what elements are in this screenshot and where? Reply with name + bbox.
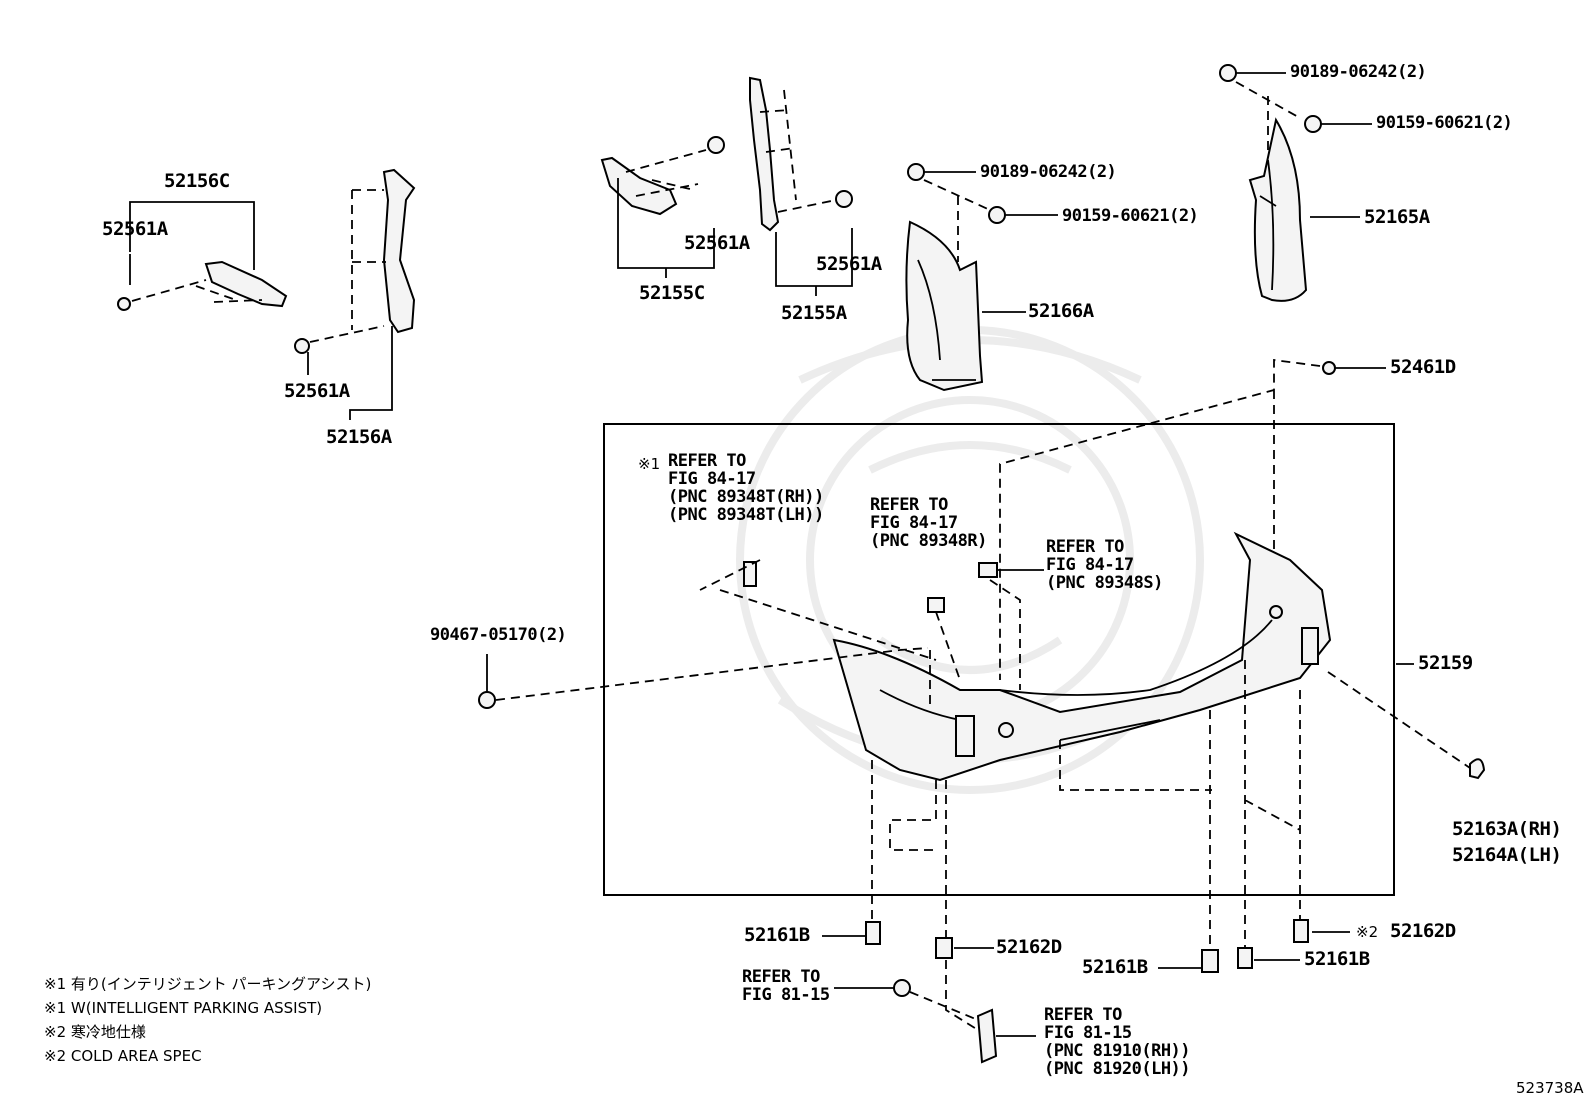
clip-52461d	[999, 358, 1386, 680]
part-label-52161b: 52161B	[1082, 956, 1148, 978]
reference-line: (PNC 89348T(RH))	[668, 487, 824, 507]
reference-line: REFER TO	[1044, 1005, 1122, 1025]
reference-line: FIG 84-17	[668, 469, 756, 489]
reference-line: (PNC 81910(RH))	[1044, 1041, 1191, 1061]
sensors-and-fasteners	[478, 559, 1350, 1064]
part-label-52159: 52159	[1418, 652, 1473, 674]
reference-line: FIG 81-15	[742, 985, 830, 1005]
part-label-52561a: 52561A	[102, 218, 168, 240]
mudguard-52165a	[1219, 64, 1372, 302]
part-label-52156c: 52156C	[164, 170, 230, 192]
reference-callout: REFER TO FIG 84-17 (PNC 89348T(RH)) (PNC…	[668, 452, 824, 524]
part-label-52161b: 52161B	[744, 924, 810, 946]
reference-line: REFER TO	[668, 451, 746, 471]
part-label-52162d: 52162D	[996, 936, 1062, 958]
part-label-52155c: 52155C	[639, 282, 705, 304]
part-label-52561a: 52561A	[284, 380, 350, 402]
footnotes: ※1 有り(インテリジェント パーキングアシスト) ※1 W(INTELLIGE…	[44, 976, 371, 1064]
part-label-52155a: 52155A	[781, 302, 847, 324]
reference-line: (PNC 89348R)	[870, 531, 987, 551]
part-label-90467-05170: 90467-05170(2)	[430, 625, 567, 645]
part-label-52166a: 52166A	[1028, 300, 1094, 322]
reference-line: FIG 81-15	[1044, 1023, 1132, 1043]
part-label-52162d: 52162D	[1390, 920, 1456, 942]
part-label-90189-06242: 90189-06242(2)	[980, 162, 1117, 182]
footnote: ※1 有り(インテリジェント パーキングアシスト)	[44, 975, 372, 993]
reference-line: REFER TO	[1046, 537, 1124, 557]
reference-line: (PNC 89348S)	[1046, 573, 1163, 593]
reference-line: (PNC 89348T(LH))	[668, 505, 824, 525]
figure-id: 523738A	[1516, 1079, 1584, 1097]
part-label-52561a: 52561A	[684, 232, 750, 254]
assembly-group-box	[603, 423, 1395, 896]
part-label-52461d: 52461D	[1390, 356, 1456, 378]
bracket-52155a	[749, 76, 853, 296]
footnote: ※2 寒冷地仕様	[44, 1023, 146, 1041]
part-label-90189-06242: 90189-06242(2)	[1290, 62, 1427, 82]
bracket-52156c	[117, 201, 288, 311]
reference-callout: REFER TO FIG 81-15 (PNC 81910(RH)) (PNC …	[1044, 1005, 1191, 1079]
parking-assist-mark: ※1	[638, 455, 661, 473]
footnote: ※1 W(INTELLIGENT PARKING ASSIST)	[44, 999, 323, 1017]
reference-callout: REFER TO FIG 84-17 (PNC 89348R)	[870, 496, 987, 550]
reference-callout: REFER TO FIG 84-17 (PNC 89348S)	[1046, 538, 1163, 592]
cold-area-mark: ※2	[1356, 923, 1379, 941]
reference-line: FIG 84-17	[1046, 555, 1134, 575]
part-label-52156a: 52156A	[326, 426, 392, 448]
bumper-cover-52159	[832, 531, 1486, 782]
reference-line: REFER TO	[742, 967, 820, 987]
part-label-52163a: 52163A(RH)	[1452, 818, 1562, 840]
part-label-52161b: 52161B	[1304, 948, 1370, 970]
reference-line: FIG 84-17	[870, 513, 958, 533]
reference-line: REFER TO	[870, 495, 948, 515]
reference-callout: REFER TO FIG 81-15	[742, 968, 830, 1004]
bracket-52155c	[600, 136, 725, 278]
mudguard-52166a	[905, 163, 1058, 392]
bracket-52156a	[294, 168, 416, 420]
part-label-52165a: 52165A	[1364, 206, 1430, 228]
part-label-90159-60621: 90159-60621(2)	[1376, 113, 1513, 133]
part-label-52164a: 52164A(LH)	[1452, 844, 1562, 866]
footnote: ※2 COLD AREA SPEC	[44, 1047, 202, 1065]
part-label-90159-60621: 90159-60621(2)	[1062, 206, 1199, 226]
part-label-52561a: 52561A	[816, 253, 882, 275]
reference-line: (PNC 81920(LH))	[1044, 1059, 1191, 1079]
